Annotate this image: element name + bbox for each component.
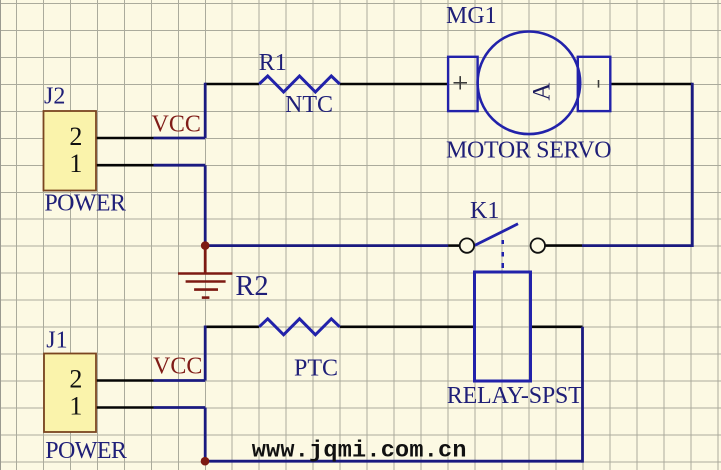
svg-text:R2: R2 [235,271,268,302]
svg-text:1: 1 [69,392,82,421]
svg-text:VCC: VCC [153,354,202,380]
svg-text:NTC: NTC [285,92,333,118]
svg-text:PTC: PTC [294,355,338,381]
svg-text:R1: R1 [259,50,287,76]
svg-text:1: 1 [69,149,82,178]
svg-text:2: 2 [69,122,82,151]
svg-text:2: 2 [69,365,82,394]
svg-text:RELAY-SPST: RELAY-SPST [447,383,583,409]
svg-text:MOTOR SERVO: MOTOR SERVO [446,137,612,163]
svg-text:K1: K1 [470,198,499,224]
svg-text:J1: J1 [46,327,67,353]
svg-text:VCC: VCC [152,111,201,137]
svg-text:J2: J2 [44,84,65,110]
svg-text:POWER: POWER [44,190,126,216]
svg-text:A: A [529,83,556,101]
svg-text:www.jqmi.com.cn: www.jqmi.com.cn [252,437,467,464]
svg-text:POWER: POWER [45,438,127,464]
svg-text:MG1: MG1 [446,3,497,29]
